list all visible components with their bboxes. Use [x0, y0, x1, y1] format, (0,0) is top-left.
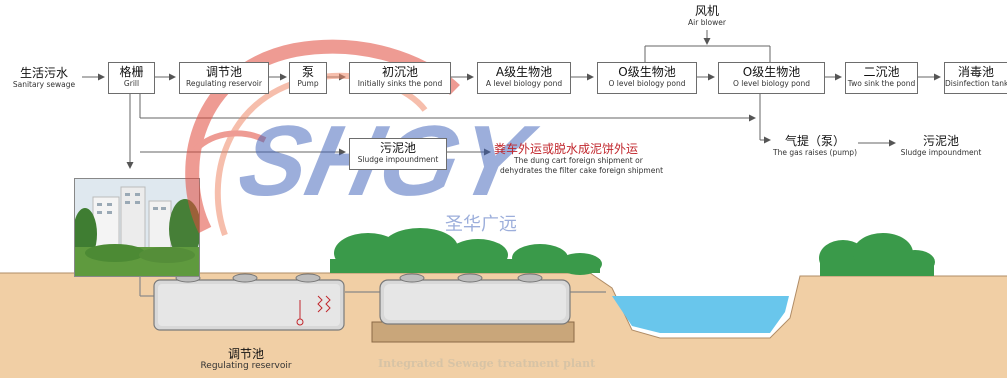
outbound-shipment-label: 粪车外运或脱水成泥饼外运 The dung cart foreign shipm…: [494, 142, 684, 176]
source-zh: 生活污水: [19, 66, 68, 80]
reservoir-scene-zh: 调节池: [227, 347, 264, 361]
outbound-en-line2: dehydrates the filter cake foreign shipm…: [500, 166, 664, 175]
gas-raise-en: The gas raises (pump): [773, 148, 857, 157]
outbound-zh: 粪车外运或脱水成泥饼外运: [494, 142, 639, 156]
node-sludge-impoundment: 污泥池 Sludge impoundment: [349, 138, 447, 170]
o-level-2-en: O level biology pond: [732, 79, 811, 88]
air-blower-zh: 风机: [694, 4, 719, 18]
integrated-plant-caption: Integrated Sewage treatment plant: [378, 357, 596, 370]
o-level-1-en: O level biology pond: [608, 79, 686, 88]
grill-en: Grill: [123, 79, 140, 88]
sludge-right-en: Sludge impoundment: [900, 148, 982, 157]
pump-zh: 泵: [301, 65, 314, 79]
grill-zh: 格栅: [119, 65, 144, 79]
buildings-photo-art: [75, 179, 199, 276]
source-sanitary-sewage: 生活污水 Sanitary sewage: [6, 66, 82, 90]
node-regulating-reservoir: 调节池 Regulating reservoir: [179, 62, 269, 94]
sludge-zh: 污泥池: [379, 141, 416, 155]
node-o-level-biology-1: O级生物池 O level biology pond: [597, 62, 697, 94]
pond-water: [604, 296, 789, 333]
source-en: Sanitary sewage: [12, 80, 76, 89]
sludge-right-label: 污泥池 Sludge impoundment: [896, 134, 986, 158]
regulating-reservoir-tank: [153, 273, 345, 331]
a-level-zh: A级生物池: [495, 65, 553, 79]
disinfection-en: Disinfection tank: [945, 79, 1007, 88]
gas-raise-zh: 气提（泵）: [784, 134, 845, 148]
disinfection-zh: 消毒池: [957, 65, 994, 79]
sludge-right-zh: 污泥池: [922, 134, 959, 148]
reservoir-scene-en: Regulating reservoir: [200, 361, 292, 371]
outbound-en-line1: The dung cart foreign shipment or: [514, 156, 643, 165]
node-pump: 泵 Pump: [289, 62, 327, 94]
reservoir-scene-label: 调节池 Regulating reservoir: [196, 347, 296, 371]
pump-en: Pump: [297, 79, 319, 88]
integrated-plant-tank: [371, 273, 575, 343]
node-grill: 格栅 Grill: [108, 62, 155, 94]
second-sink-en: Two sink the pond: [847, 79, 916, 88]
o-level-1-zh: O级生物池: [618, 65, 676, 79]
sludge-en: Sludge impoundment: [357, 155, 439, 164]
node-initial-sink: 初沉池 Initially sinks the pond: [349, 62, 451, 94]
node-a-level-biology: A级生物池 A level biology pond: [477, 62, 571, 94]
gas-raise-label: 气提（泵） The gas raises (pump): [772, 134, 858, 158]
regulating-zh: 调节池: [205, 65, 242, 79]
regulating-en: Regulating reservoir: [186, 79, 262, 88]
a-level-en: A level biology pond: [485, 79, 563, 88]
site-photo: [74, 178, 200, 277]
node-second-sink: 二沉池 Two sink the pond: [845, 62, 918, 94]
air-blower-en: Air blower: [688, 18, 726, 27]
air-blower-label: 风机 Air blower: [672, 4, 742, 28]
initial-zh: 初沉池: [381, 65, 418, 79]
o-level-2-zh: O级生物池: [742, 65, 801, 79]
node-o-level-biology-2: O级生物池 O level biology pond: [718, 62, 825, 94]
initial-en: Initially sinks the pond: [357, 79, 443, 88]
node-disinfection-tank: 消毒池 Disinfection tank: [944, 62, 1007, 94]
second-sink-zh: 二沉池: [863, 65, 900, 79]
